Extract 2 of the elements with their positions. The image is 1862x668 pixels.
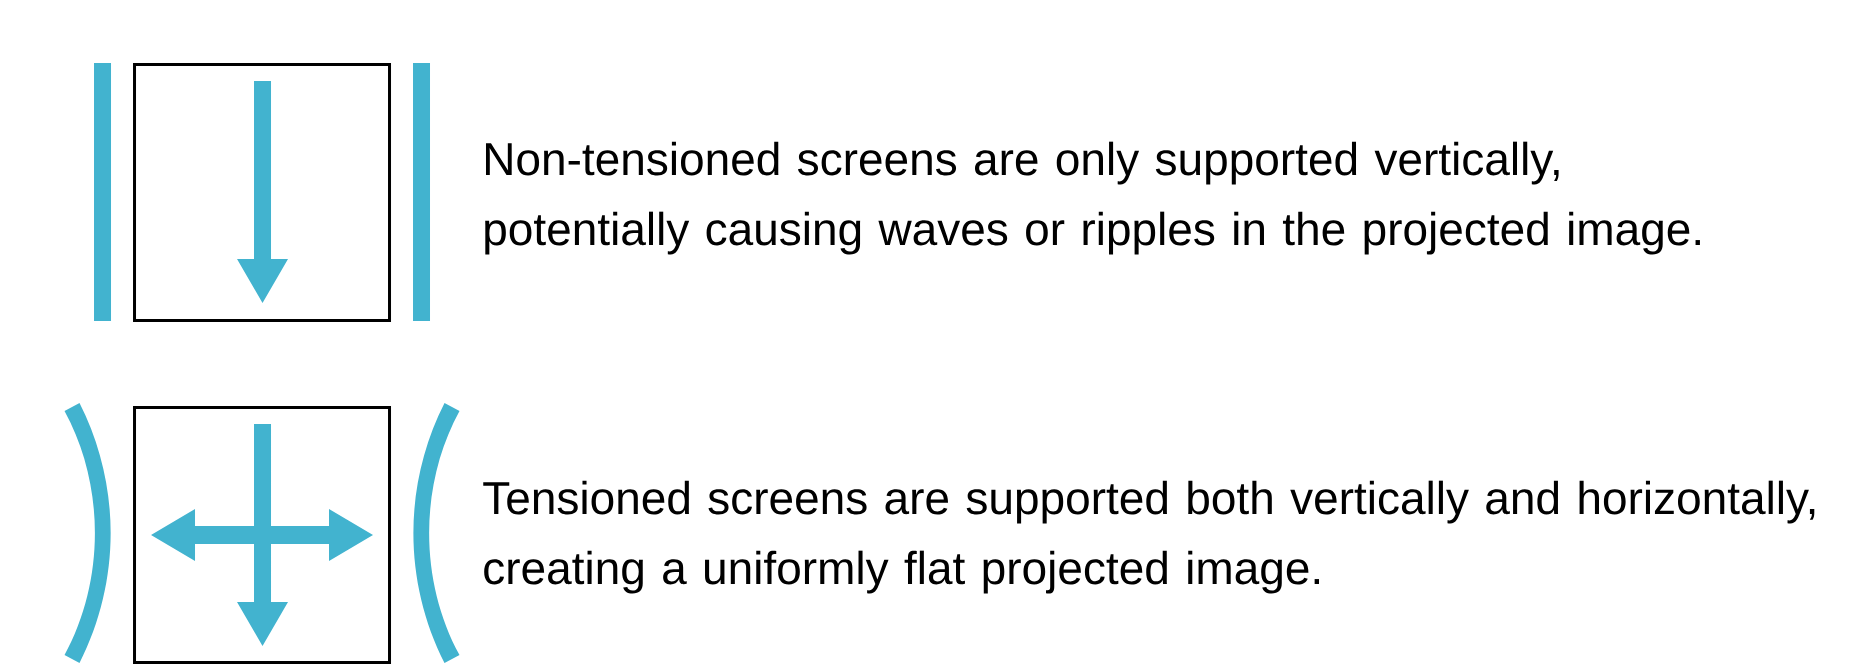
description-text: Non-tensioned screens are only supported vertically, potentially causing waves or ripples in the projected image.: [485, 141, 1700, 255]
description-text: Tensioned screens are supported both vertically and horizontally, creating a uniformly flat projected image.: [483, 480, 1815, 594]
